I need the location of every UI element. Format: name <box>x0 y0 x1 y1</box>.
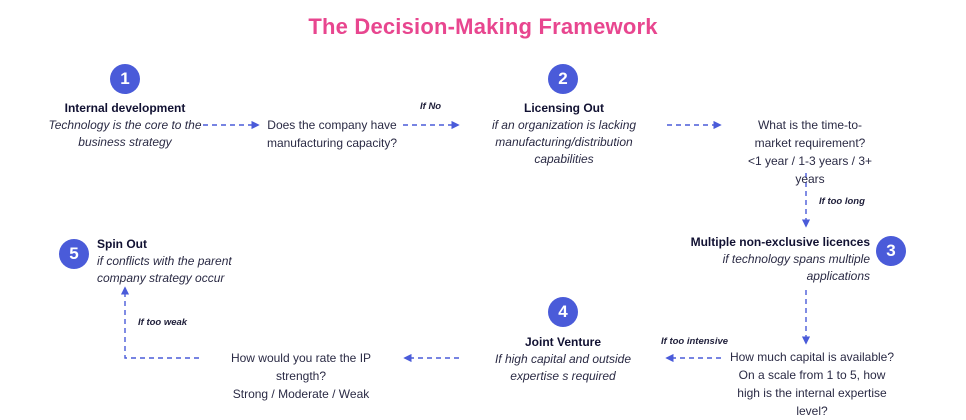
node-subtitle: if technology spans multiple application… <box>722 252 870 283</box>
node-subtitle: Technology is the core to the business s… <box>48 118 202 149</box>
edge-label-if-too-intensive: If too intensive <box>661 336 729 347</box>
question-expertise: On a scale from 1 to 5, how high is the … <box>737 368 887 418</box>
step-2-badge: 2 <box>548 64 578 94</box>
step-4-badge: 4 <box>548 297 578 327</box>
diagram-title: The Decision-Making Framework <box>308 14 658 39</box>
question-text: How would you rate the IP strength? <box>230 351 372 383</box>
question-options: <1 year / 1-3 years / 3+ years <box>747 154 873 186</box>
node-heading: Internal development <box>64 101 186 115</box>
question-capital: How much capital is available? <box>729 350 895 364</box>
node-heading: Multiple non-exclusive licences <box>690 235 870 249</box>
edge-label-if-too-long: If too long <box>819 196 865 207</box>
node-heading: Joint Venture <box>524 335 601 349</box>
node-multiple-licences: Multiple non-exclusive licences if techn… <box>680 234 870 285</box>
question-time-to-market: What is the time-to-market requirement? … <box>740 116 880 188</box>
question-options: Strong / Moderate / Weak <box>232 387 370 401</box>
question-capital-expertise: How much capital is available? On a scal… <box>728 348 896 420</box>
step-3-badge: 3 <box>876 236 906 266</box>
edge-label-if-too-weak: If too weak <box>138 317 188 328</box>
node-internal-development: Internal development Technology is the c… <box>40 100 210 151</box>
question-ip-strength: How would you rate the IP strength? Stro… <box>205 349 397 403</box>
node-joint-venture: Joint Venture If high capital and outsid… <box>470 334 656 385</box>
node-subtitle: if conflicts with the parent company str… <box>97 254 232 285</box>
arrow-ip-to-spinout <box>120 286 199 359</box>
step-1-badge: 1 <box>110 64 140 94</box>
node-spin-out: Spin Out if conflicts with the parent co… <box>97 236 247 287</box>
node-heading: Spin Out <box>97 237 147 251</box>
edge-label-if-no: If No <box>420 101 442 112</box>
node-subtitle: if an organization is lacking manufactur… <box>491 118 637 166</box>
node-heading: Licensing Out <box>523 101 604 115</box>
question-manufacturing: Does the company have manufacturing capa… <box>266 118 398 150</box>
question-text: What is the time-to-market requirement? <box>754 118 866 150</box>
node-subtitle: If high capital and outside expertise s … <box>494 352 632 383</box>
node-licensing-out: Licensing Out if an organization is lack… <box>466 100 662 168</box>
step-5-badge: 5 <box>59 239 89 269</box>
